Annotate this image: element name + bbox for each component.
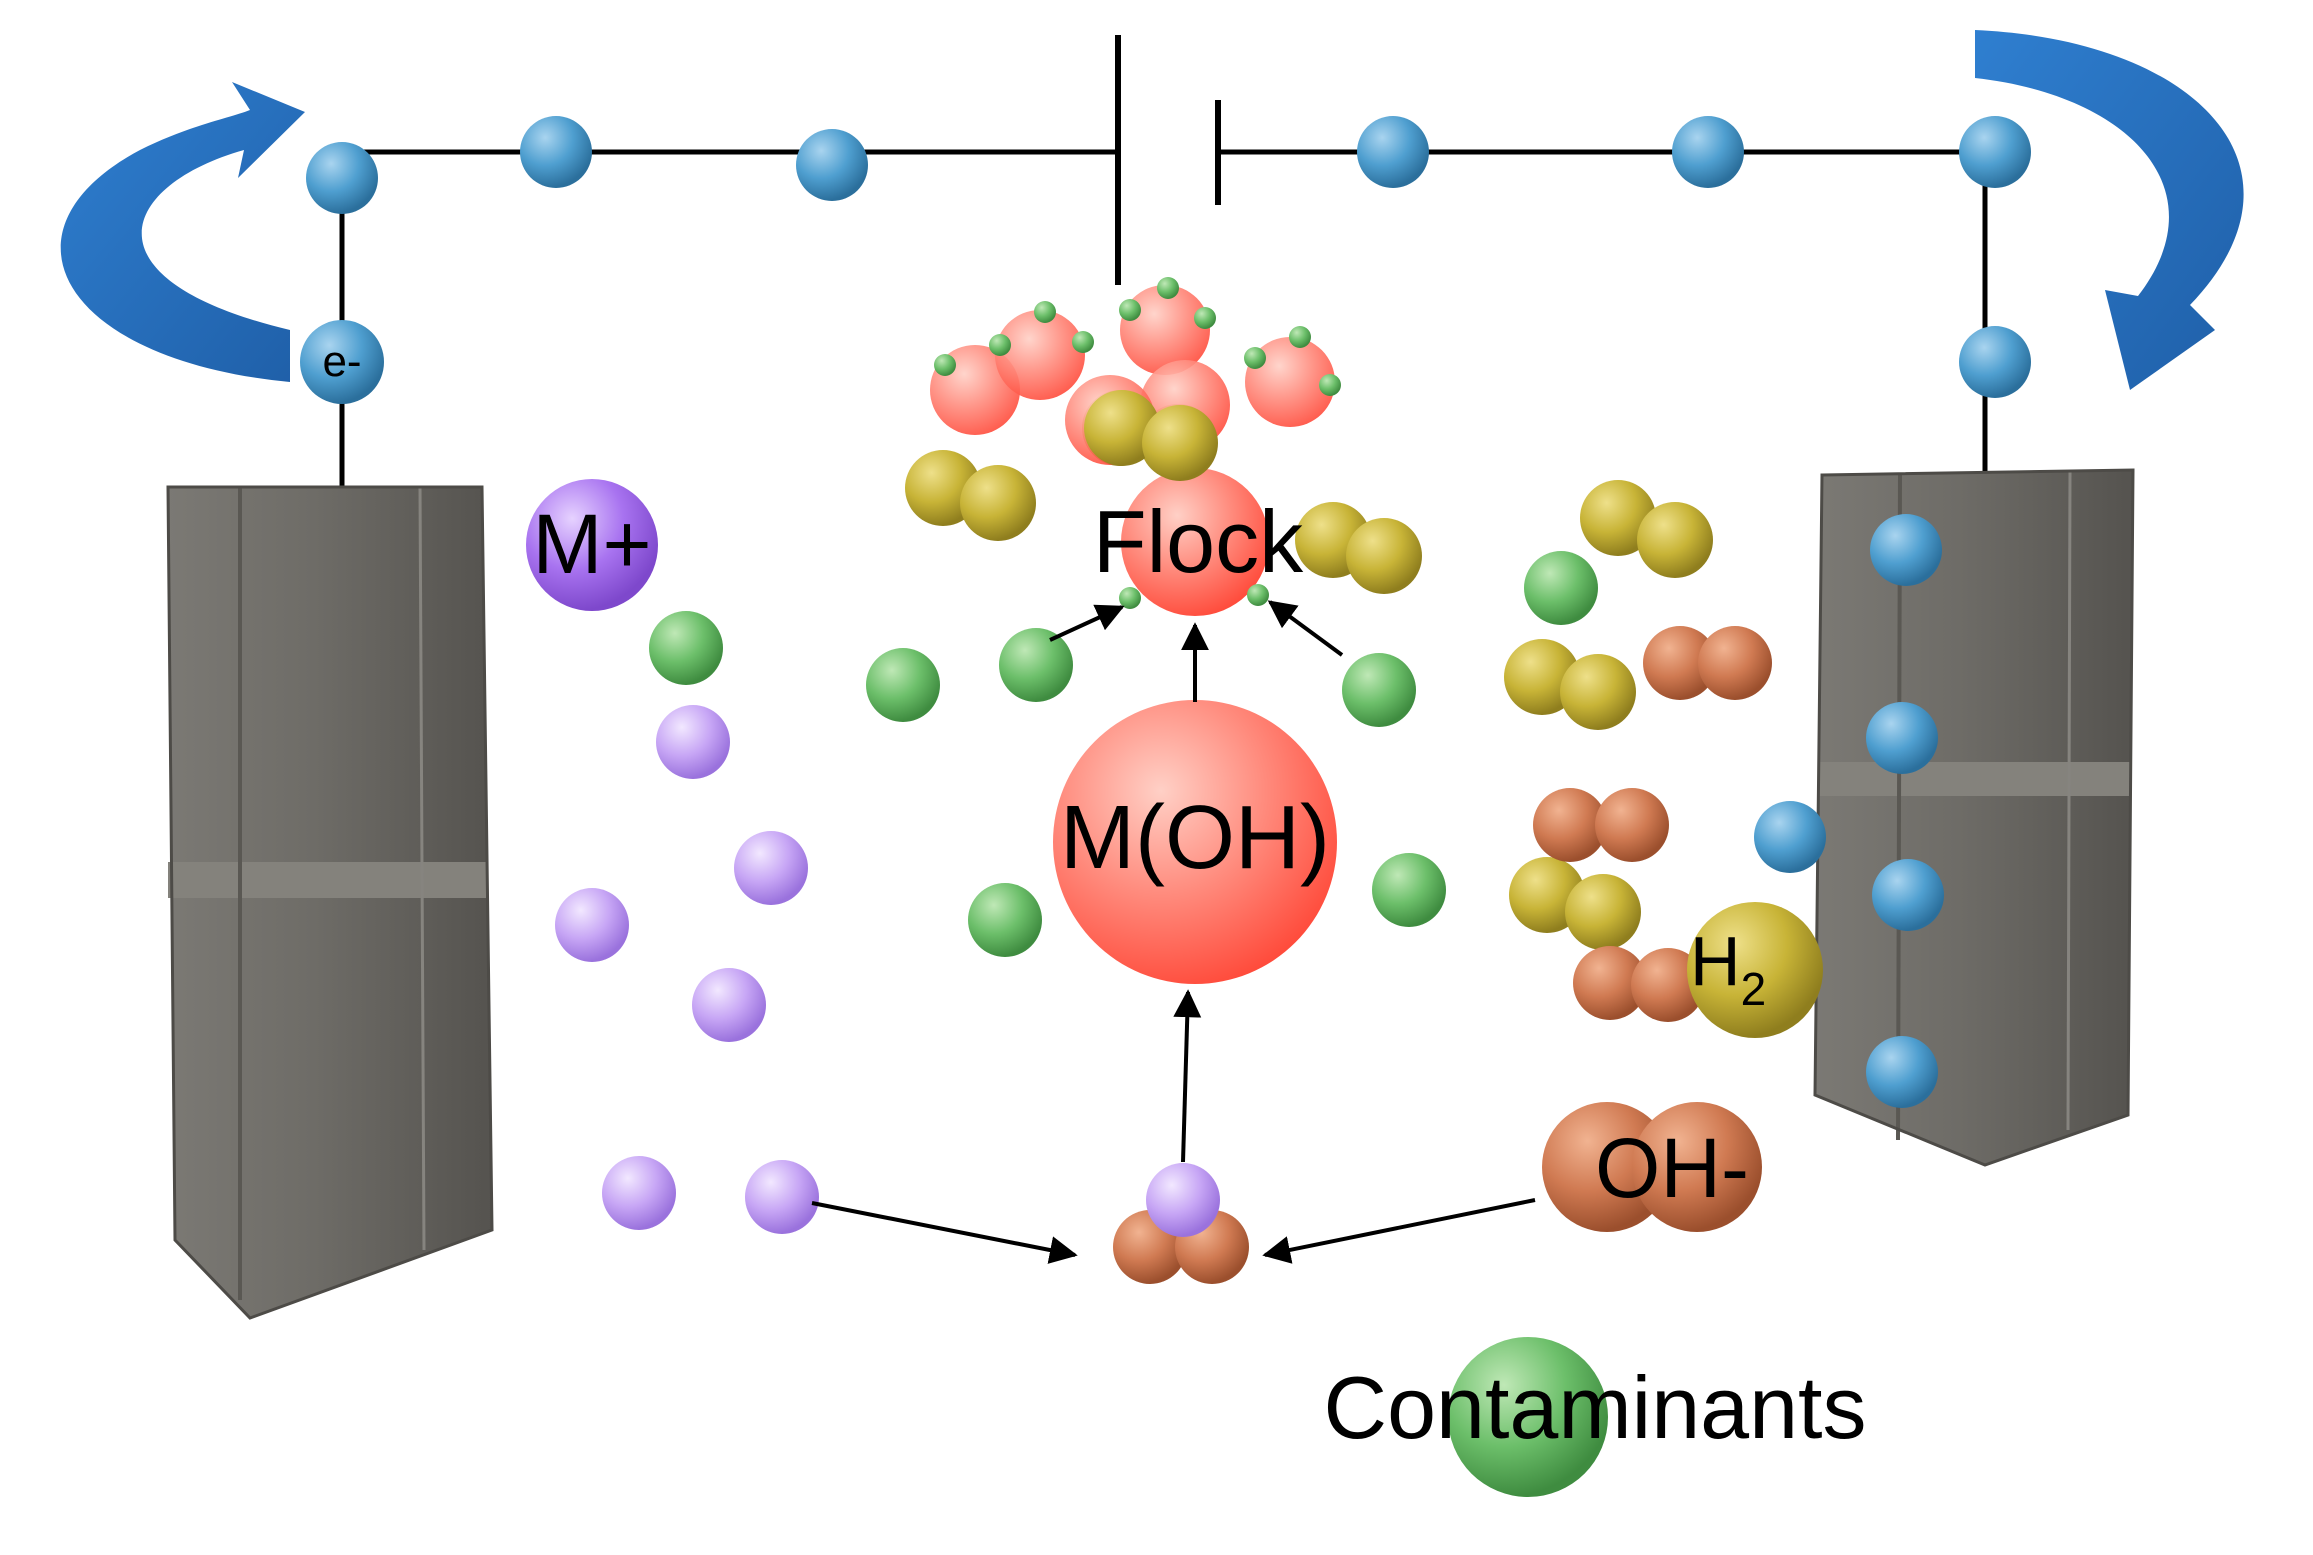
flock-label: Flock	[1093, 492, 1304, 591]
metal-ion	[734, 831, 808, 905]
floc-bead	[1072, 331, 1094, 353]
contaminant-particle	[999, 628, 1073, 702]
metal-ion-reacting	[1146, 1163, 1220, 1237]
metal-ion-large	[526, 479, 658, 611]
metal-ion	[745, 1160, 819, 1234]
floc-bead	[1194, 307, 1216, 329]
hydroxide-label: OH-	[1595, 1121, 1749, 1215]
hydrogen-label-subscript: 2	[1741, 963, 1767, 1015]
electron-particle	[1357, 116, 1429, 188]
electron-particle	[1866, 702, 1938, 774]
contaminant-particle	[1372, 853, 1446, 927]
floc-bead	[989, 334, 1011, 356]
electron-particle	[1754, 801, 1826, 873]
hydroxide-atom	[1542, 1102, 1672, 1232]
electron-particle	[1959, 116, 2031, 188]
metal-ion	[656, 705, 730, 779]
hydrogen-atom	[960, 465, 1036, 541]
electron-particle	[1959, 326, 2031, 398]
hydroxide-atom	[1533, 788, 1607, 862]
floc-particle	[1120, 285, 1210, 375]
hydrogen-label-main: H	[1690, 922, 1741, 1000]
electron-particle	[1870, 514, 1942, 586]
metal-ions	[526, 479, 819, 1234]
flock-cluster	[930, 277, 1341, 616]
battery-symbol	[1115, 35, 1221, 285]
floc-bead	[1119, 587, 1141, 609]
contaminant-particle	[1342, 653, 1416, 727]
metal-ion	[692, 968, 766, 1042]
electrons	[300, 116, 2031, 1108]
contaminants-label: Contaminants	[1324, 1358, 1867, 1457]
metal-hydroxide-label: M(OH)	[1060, 788, 1330, 888]
metal-ion	[602, 1156, 676, 1230]
circuit-arrow-right	[1975, 30, 2244, 390]
metal-hydroxide-particle	[1053, 700, 1337, 984]
floc-bead	[1247, 584, 1269, 606]
hydrogen-label: H2	[1690, 922, 1766, 1015]
hydrogen-atom	[1560, 654, 1636, 730]
hydrogen-molecule-labeled	[1687, 902, 1823, 1038]
hydroxide-atom	[1573, 946, 1647, 1020]
floc-core	[1121, 468, 1269, 616]
electron-particle	[1872, 859, 1944, 931]
circuit-arrow-left	[60, 82, 305, 382]
hydrogen-atom	[1637, 502, 1713, 578]
hydrogen-atom	[1580, 480, 1656, 556]
contaminants-particles	[649, 551, 1608, 1497]
metal-ion	[555, 888, 629, 962]
contaminant-particle	[968, 883, 1042, 957]
floc-particle	[1245, 337, 1335, 427]
reaction-arrows	[811, 600, 1536, 1264]
contaminant-particle	[866, 648, 940, 722]
electron-particle	[796, 129, 868, 201]
floc-bead	[1034, 301, 1056, 323]
metal-ion-label: M+	[532, 497, 651, 591]
hydrogen-atom	[1142, 405, 1218, 481]
hydrogen-atom	[1565, 874, 1641, 950]
electron-particle	[1672, 116, 1744, 188]
hydroxide-atom	[1632, 1102, 1762, 1232]
floc-bead	[1119, 299, 1141, 321]
electron-label: e-	[322, 337, 361, 386]
floc-bead	[1244, 347, 1266, 369]
hydroxide-atom	[1595, 788, 1669, 862]
contaminant-particle	[649, 611, 723, 685]
contaminant-legend-particle	[1448, 1337, 1608, 1497]
floc-bead	[1157, 277, 1179, 299]
electron-particle	[1866, 1036, 1938, 1108]
cathode-electrode	[1813, 468, 2135, 1167]
electron-particle	[306, 142, 378, 214]
floc-particle	[995, 310, 1085, 400]
floc-bead	[1319, 374, 1341, 396]
hydroxide-atom	[1698, 626, 1772, 700]
hydroxide-atom	[1631, 948, 1705, 1022]
contaminant-particle	[1524, 551, 1598, 625]
hydroxide-atom	[1643, 626, 1717, 700]
anode-electrode	[166, 485, 494, 1320]
hydrogen-atom	[1346, 518, 1422, 594]
electron-particle-labeled	[300, 320, 384, 404]
electron-particle	[520, 116, 592, 188]
hydrogen-atom	[1084, 390, 1160, 466]
floc-bead	[934, 354, 956, 376]
floc-bead	[1289, 326, 1311, 348]
